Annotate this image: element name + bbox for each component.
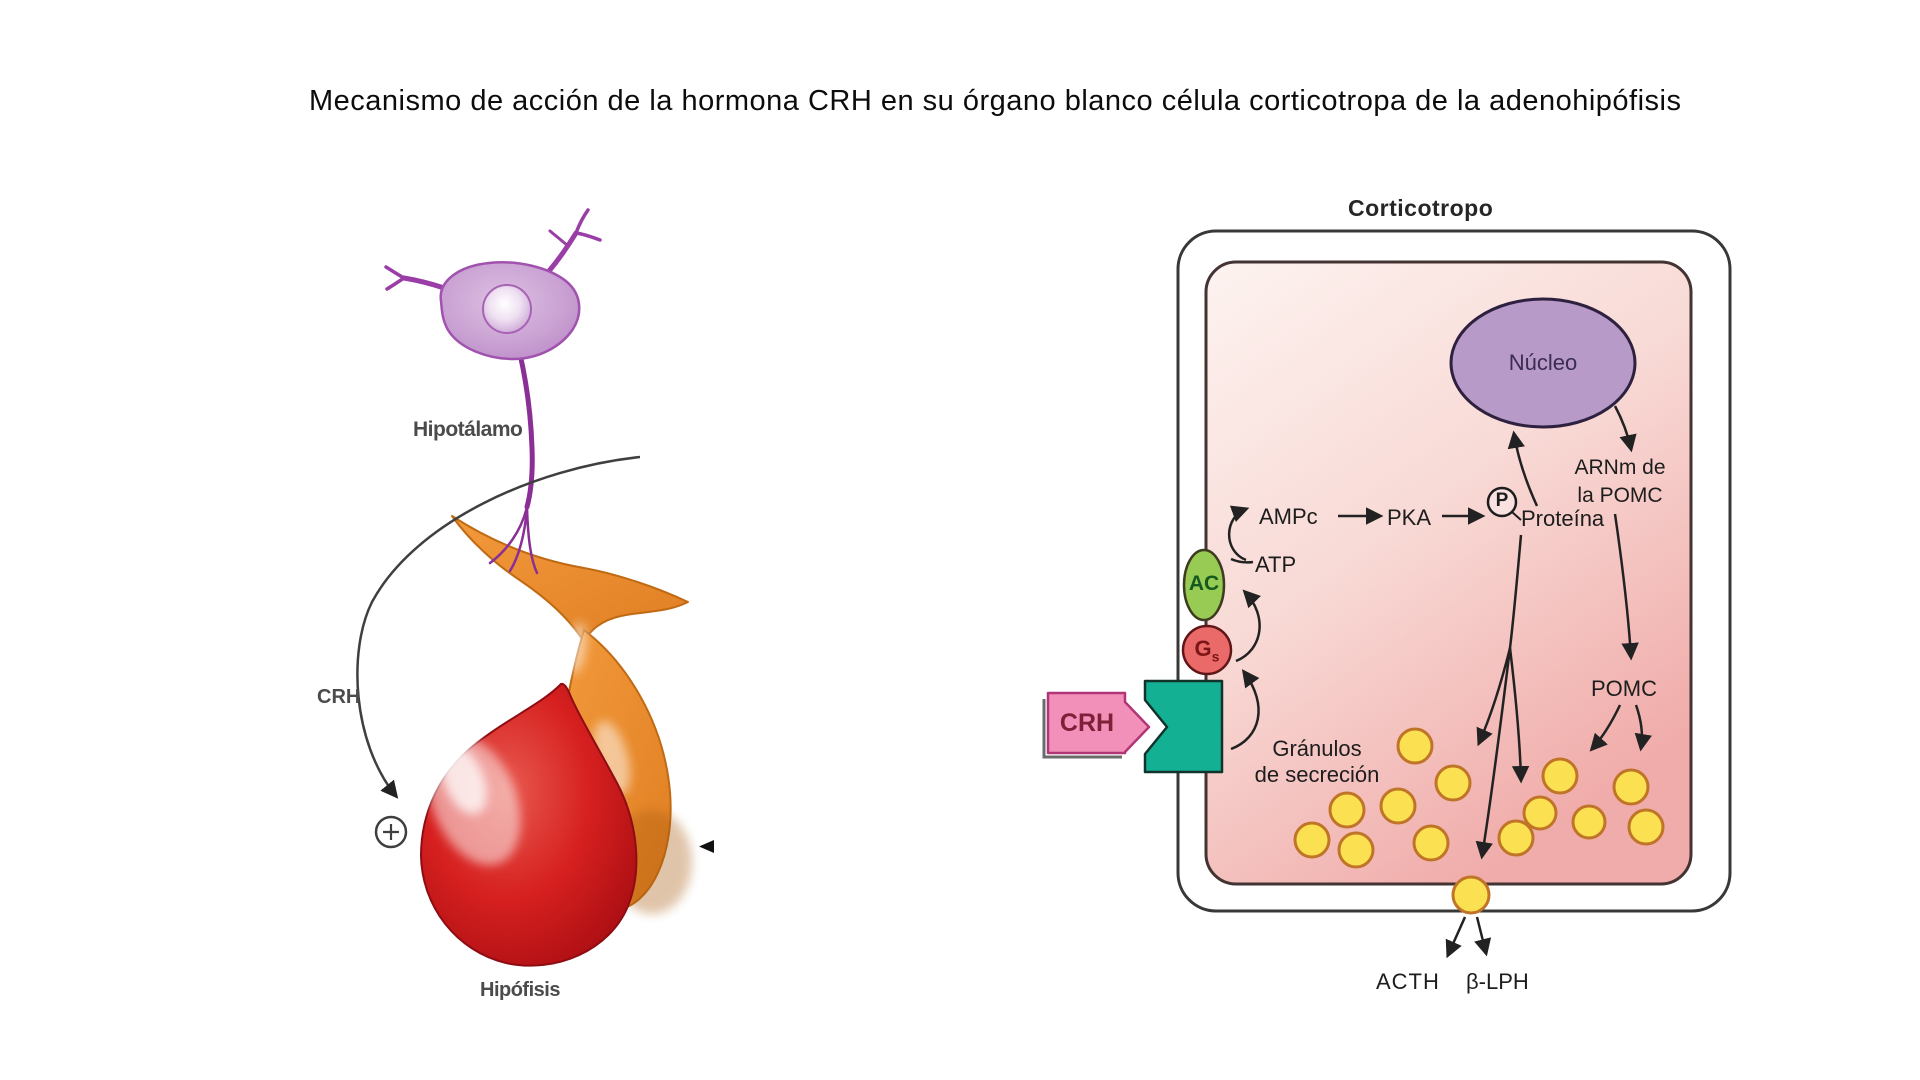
pointer-triangle-icon [699, 840, 714, 853]
hypothalamus-pituitary-illustration [356, 208, 714, 967]
phospho-p-label: P [1495, 490, 1509, 511]
atp-connector [1230, 557, 1254, 564]
anterior-lobe-highlight-core [441, 745, 487, 815]
gs-protein-label: Gs [1186, 636, 1228, 664]
crh-ligand-label: CRH [1059, 709, 1115, 737]
hook-gs-to-ac [1235, 589, 1262, 663]
granules-line1: Gránulos [1272, 736, 1362, 761]
granules-group [1293, 727, 1665, 915]
phospho-p-tail [1511, 511, 1522, 521]
arrow-exit-to-blph [1474, 916, 1492, 957]
arrow-exit-to-acth [1445, 916, 1467, 959]
arrow-pomc-to-granules-left [1589, 704, 1622, 752]
corticotrope-title: Corticotropo [1348, 195, 1494, 221]
secretion-granule [1541, 757, 1579, 795]
cell-nucleus [1449, 297, 1637, 429]
crh-ligand-box [1046, 691, 1151, 755]
phospho-p-circle [1486, 486, 1518, 518]
secretion-granule [1293, 821, 1331, 859]
secretion-granule [1434, 764, 1472, 802]
gs-letter: G [1194, 636, 1212, 661]
nucleus-label: Núcleo [1508, 350, 1578, 375]
pka-label: PKA [1387, 505, 1432, 530]
arnm-line1: ARNm de [1574, 456, 1666, 479]
secretion-granule [1571, 804, 1607, 840]
arrow-arnm-to-pomc [1613, 513, 1639, 661]
arrow-protein-to-nucleus [1507, 430, 1539, 507]
hook-receptor-to-gs [1230, 669, 1260, 751]
page-title: Mecanismo de acción de la hormona CRH en… [309, 85, 1682, 117]
arrow-protein-branch-right [1508, 647, 1530, 784]
neuron-axon [517, 351, 535, 510]
secretion-granule [1497, 819, 1535, 857]
pomc-label: POMC [1591, 676, 1657, 701]
secretion-granules-label: Gránulos de secreción [1238, 736, 1396, 788]
protein-label: Proteína [1521, 506, 1605, 531]
secretion-granule [1328, 791, 1366, 829]
hook-atp-to-ampc [1227, 505, 1250, 562]
signal-arrows [1227, 405, 1652, 959]
corticotrope-cell-diagram [1042, 229, 1732, 959]
stalk-highlight [567, 622, 587, 674]
crh-hormone-label: CRH [317, 686, 361, 708]
arnm-line2: la POMC [1577, 484, 1663, 507]
arnm-pomc-label: ARNm de la POMC [1558, 454, 1682, 510]
secretion-granule [1612, 768, 1650, 806]
hypothalamus-label: Hipotálamo [413, 418, 523, 441]
secretion-granule [1379, 787, 1417, 825]
secretion-granule [1396, 727, 1434, 765]
secretion-granule [1451, 875, 1491, 915]
axon-terminal-branch [488, 505, 529, 565]
atp-label: ATP [1255, 552, 1297, 577]
secretion-granule [1412, 824, 1450, 862]
pituitary-label: Hipófisis [480, 979, 560, 1001]
pituitary-stalk-wing [451, 515, 689, 643]
adenylate-cyclase [1182, 548, 1226, 622]
adenylate-cyclase-label: AC [1188, 572, 1220, 595]
axon-terminal-branch [525, 505, 539, 575]
neuron-dendrites [384, 208, 602, 291]
secretion-granule [1522, 795, 1558, 831]
stimulation-plus-icon [374, 815, 408, 849]
gs-protein [1181, 624, 1233, 676]
arrow-protein-to-granules-main [1475, 534, 1523, 860]
granules-line2: de secreción [1254, 762, 1380, 787]
secretion-granule [1337, 831, 1375, 869]
crh-receptor [1143, 679, 1224, 774]
arrow-nucleus-to-arnm [1613, 405, 1637, 453]
arrow-pomc-to-granules-right [1634, 704, 1652, 752]
arrow-protein-branch-left [1476, 647, 1512, 747]
crh-secretion-arrow [356, 455, 641, 799]
ampc-label: AMPc [1259, 504, 1318, 529]
acth-label: ACTH [1376, 969, 1440, 994]
crh-box-shadow [1042, 699, 1122, 759]
gs-subscript: s [1211, 648, 1220, 665]
blph-label: β-LPH [1466, 969, 1529, 994]
neuron-nucleus [482, 284, 532, 334]
secretion-granule [1627, 808, 1665, 846]
